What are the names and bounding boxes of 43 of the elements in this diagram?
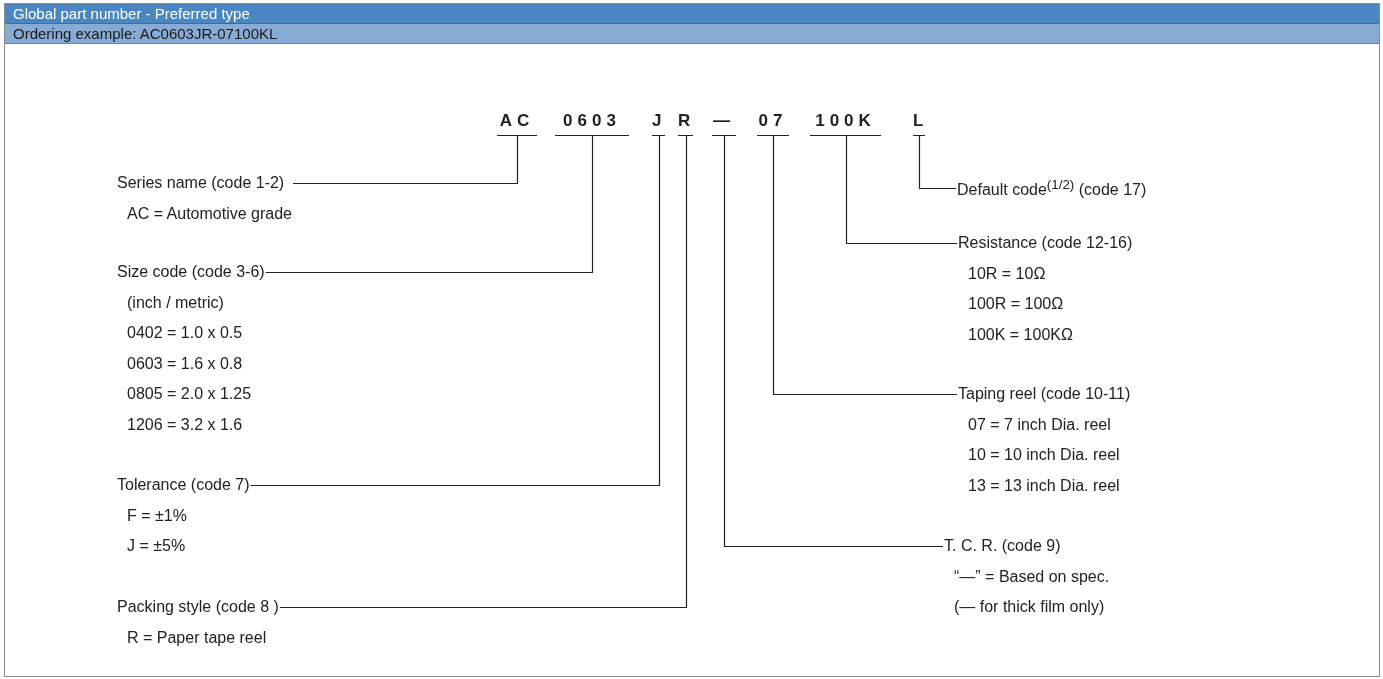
leader-line xyxy=(249,135,661,487)
code-value: R = Paper tape reel xyxy=(126,627,268,648)
code-value: AC = Automotive grade xyxy=(126,203,292,224)
field-heading: T. C. R. (code 9) xyxy=(944,536,1062,556)
code-value: F = ±1% xyxy=(126,505,188,526)
code-value: 13 = 13 inch Dia. reel xyxy=(967,475,1121,496)
code-segment: 07 xyxy=(757,111,789,136)
ordering-example: Ordering example: AC0603JR-07100KL xyxy=(13,25,278,42)
code-value: 0603 = 1.6 x 0.8 xyxy=(126,353,244,374)
code-segment: L xyxy=(913,111,925,136)
field-heading: Tolerance (code 7) xyxy=(117,475,250,495)
code-value: 10R = 10Ω xyxy=(967,263,1047,284)
code-segment: AC xyxy=(497,111,537,136)
field-heading: Series name (code 1-2) xyxy=(117,173,286,193)
code-value: (inch / metric) xyxy=(126,292,225,313)
leader-line xyxy=(292,135,519,185)
code-segment: 0603 xyxy=(555,111,629,136)
code-value: 1206 = 3.2 x 1.6 xyxy=(126,414,244,435)
code-value: “—” = Based on spec. xyxy=(953,566,1110,587)
leader-line xyxy=(918,135,957,190)
code-value: J = ±5% xyxy=(126,536,187,556)
code-value: 100K = 100KΩ xyxy=(967,324,1074,345)
leader-line xyxy=(845,135,958,245)
field-heading: Resistance (code 12-16) xyxy=(958,233,1133,253)
leader-line xyxy=(772,135,958,396)
code-value: 10 = 10 inch Dia. reel xyxy=(967,445,1121,465)
code-segment: J xyxy=(652,111,665,136)
leader-line xyxy=(723,135,944,548)
header-title: Global part number - Preferred type xyxy=(13,5,250,22)
leader-line xyxy=(265,135,594,274)
code-value: 100R = 100Ω xyxy=(967,294,1065,314)
leader-line xyxy=(279,135,688,609)
field-heading: Default code$^{(1/2)}$ (code 17) xyxy=(957,176,1147,201)
code-value: 0402 = 1.0 x 0.5 xyxy=(126,323,244,343)
code-segment: R xyxy=(678,111,693,136)
code-segment: — xyxy=(712,111,736,136)
code-value: 0805 = 2.0 x 1.25 xyxy=(126,384,253,404)
code-value: (— for thick film only) xyxy=(953,597,1106,617)
field-heading: Packing style (code 8 ) xyxy=(117,597,279,617)
field-heading: Taping reel (code 10-11) xyxy=(958,384,1131,404)
code-value: 07 = 7 inch Dia. reel xyxy=(967,414,1112,435)
field-heading: Size code (code 3-6) xyxy=(117,262,265,282)
code-segment: 100K xyxy=(810,111,881,136)
